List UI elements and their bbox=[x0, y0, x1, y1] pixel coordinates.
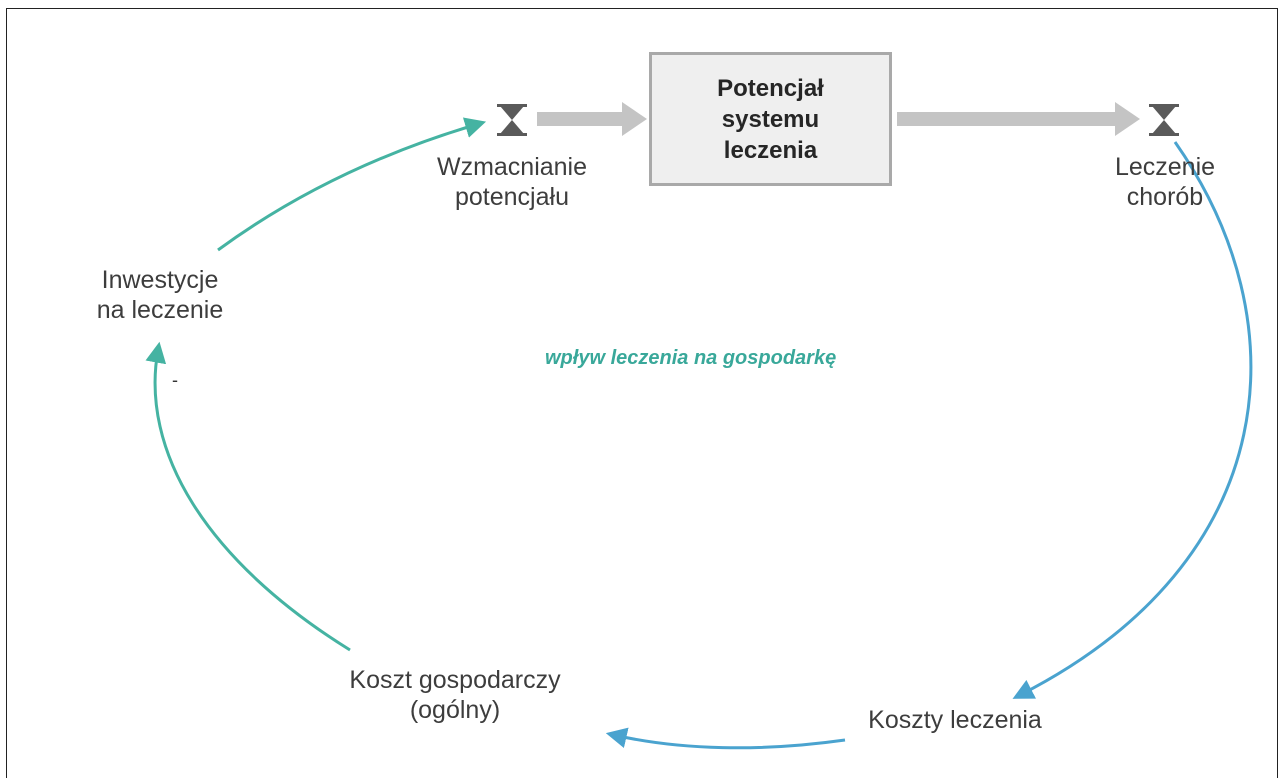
link-treatment-to-costs bbox=[1012, 141, 1253, 699]
link-costs-to-economic-cost bbox=[605, 727, 846, 750]
outflow-valve-icon bbox=[1149, 104, 1179, 136]
treatment-cost-label: Koszty leczenia bbox=[868, 706, 1042, 734]
inflow-pipe bbox=[537, 102, 647, 136]
outflow-pipe bbox=[897, 102, 1140, 136]
stock-label: Potencjał systemu leczenia bbox=[717, 74, 824, 164]
stock-box: Potencjał systemu leczenia bbox=[649, 52, 892, 186]
loop-label: wpływ leczenia na gospodarkę bbox=[545, 347, 837, 369]
polarity-sign: - bbox=[172, 370, 178, 390]
frame-border bbox=[6, 8, 1278, 778]
economic-cost-label: Koszt gospodarczy (ogólny) bbox=[349, 666, 561, 724]
inflow-label: Wzmacnianie potencjału bbox=[436, 153, 588, 211]
outflow-label: Leczenie chorób bbox=[1114, 153, 1216, 211]
link-economic-cost-to-investment bbox=[145, 341, 351, 652]
link-investment-to-inflow bbox=[217, 117, 487, 252]
investment-label: Inwestycje na leczenie bbox=[96, 266, 224, 324]
inflow-valve-icon bbox=[497, 104, 527, 136]
